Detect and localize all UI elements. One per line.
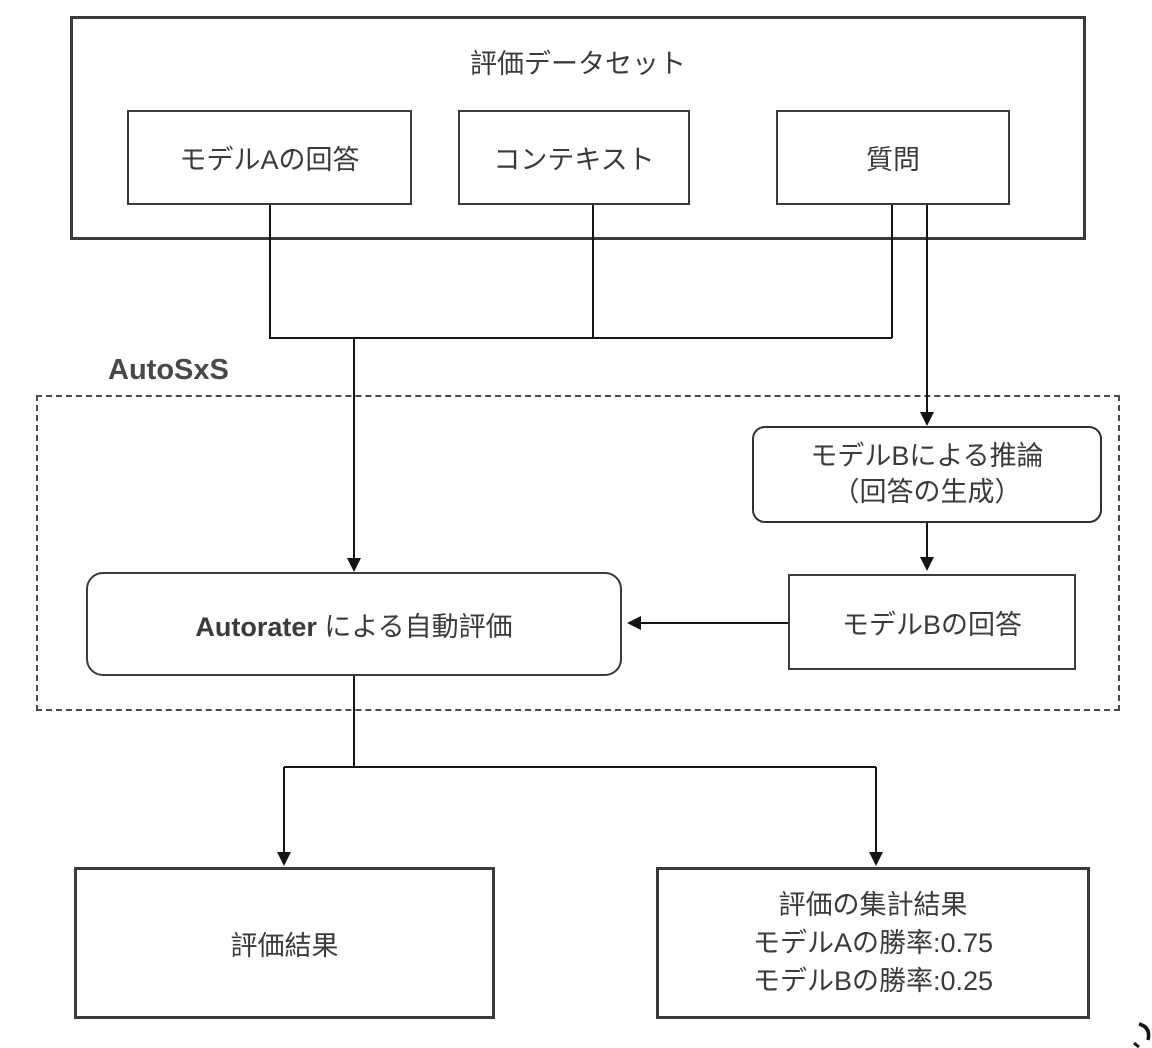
question-label: 質問 [866,145,920,175]
model-a-answer-label: モデルAの回答 [179,145,360,175]
autorater-box: Autorater による自動評価 [86,572,622,676]
model-b-inference-box: モデルBによる推論 （回答の生成） [752,426,1102,523]
arrowhead-to-aggregate [869,852,883,866]
evaluation-result-label: 評価結果 [230,930,339,961]
dataset-title: 評価データセット [470,49,686,79]
arrowhead-to-result [277,852,291,866]
context-box: コンテキスト [458,110,690,205]
dataset-container-box [70,16,1086,240]
aggregate-model-b-winrate: モデルBの勝率:0.25 [752,966,994,997]
autorater-label: Autorater による自動評価 [195,605,512,644]
autorater-label-rest: による自動評価 [316,611,513,642]
aggregate-result-box: 評価の集計結果 モデルAの勝率:0.75 モデルBの勝率:0.25 [656,867,1090,1019]
context-label: コンテキスト [493,145,655,175]
autorater-label-bold: Autorater [195,611,317,642]
model-b-answer-label: モデルBの回答 [841,609,1022,640]
model-a-answer-box: モデルAの回答 [127,110,412,205]
model-b-inference-line1: モデルBによる推論 [810,440,1044,471]
model-b-answer-box: モデルBの回答 [788,574,1076,670]
evaluation-result-box: 評価結果 [74,867,495,1019]
autosxs-group-label: AutoSxS [108,354,229,386]
model-b-inference-line2: （回答の生成） [832,476,1022,507]
autosxs-dashed-frame [36,395,1120,711]
aggregate-title: 評価の集計結果 [778,889,968,920]
question-box: 質問 [776,110,1010,205]
corner-artifact [1133,1022,1151,1048]
aggregate-model-a-winrate: モデルAの勝率:0.75 [752,927,994,958]
